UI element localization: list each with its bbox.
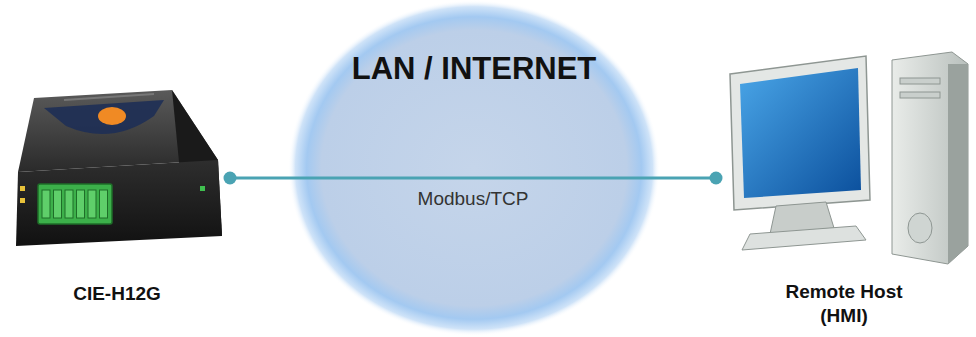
device-label: CIE-H12G [12,282,222,306]
device-node: CIE-H12G [4,86,230,332]
link-label: Modbus/TCP [418,188,529,210]
host-node: Remote Host (HMI) [716,50,972,335]
device-label: Remote Host (HMI) [769,280,919,328]
device-illustration [4,86,230,256]
computer-illustration [716,50,972,270]
network-ellipse [288,0,660,337]
network-cloud: LAN / INTERNET [288,0,660,337]
network-title: LAN / INTERNET [309,50,639,89]
network-link [224,172,723,185]
